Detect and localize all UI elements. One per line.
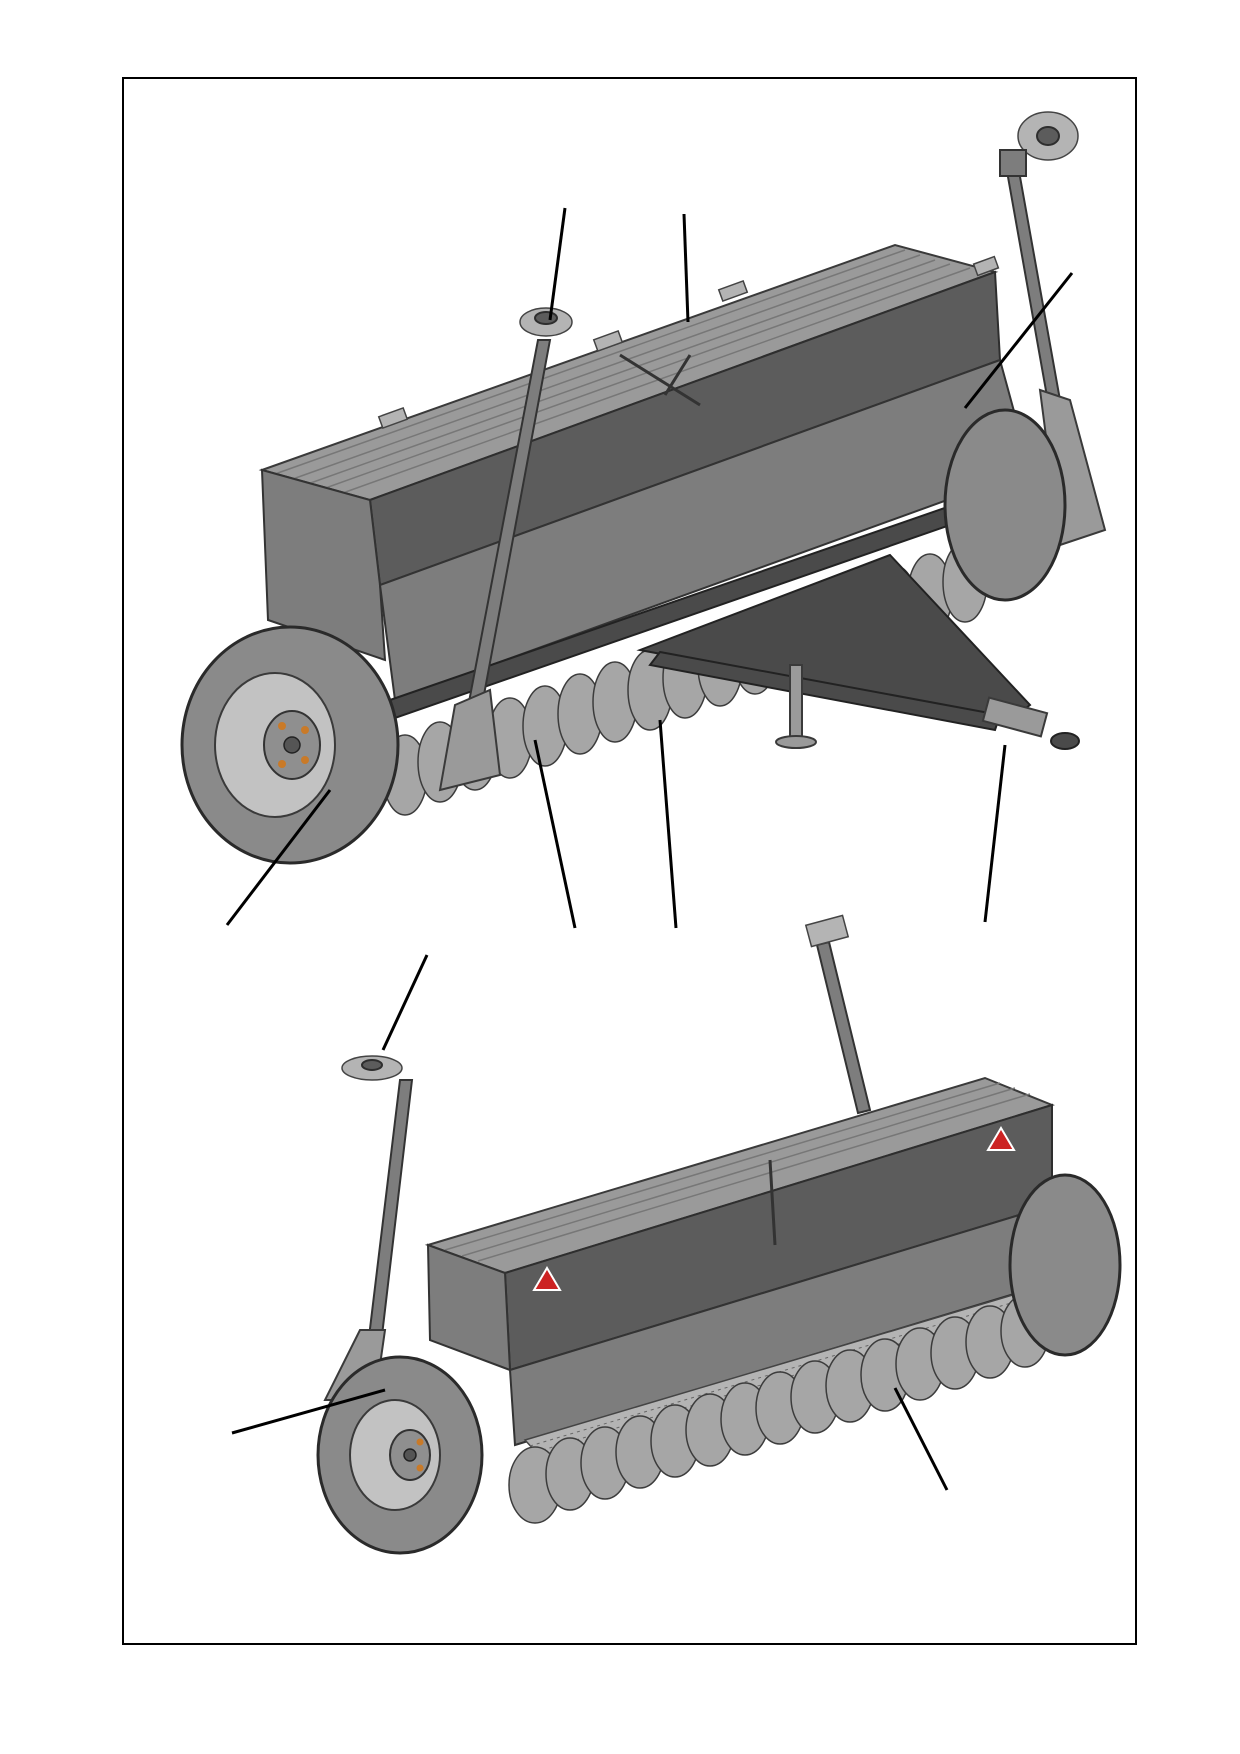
front-three-quarter-view: [180, 111, 1107, 929]
left-wheel-front-view: [180, 625, 400, 865]
leader-line-drawbar: [983, 744, 1007, 923]
figure-frame: [122, 77, 1137, 1645]
drawbar-hitch: [636, 553, 1080, 750]
leader-line-frame: [533, 739, 577, 929]
marker-arm-left-rear: [323, 1055, 414, 1401]
right-wheel-front-view: [943, 408, 1067, 602]
warning-triangle-right: [986, 1126, 1016, 1151]
marker-arm-front: [438, 307, 573, 792]
leader-line-metering-gear: [963, 272, 1074, 409]
leader-line-marker-arm: [381, 954, 429, 1051]
right-wheel-rear-view: [1008, 1173, 1122, 1357]
leader-line-left-wheel: [225, 789, 332, 926]
leader-line-seed-hopper: [682, 213, 690, 323]
leader-line-wheel-rear: [231, 1388, 386, 1435]
warning-triangle-left: [532, 1266, 562, 1291]
seed-hopper: [258, 243, 1002, 662]
seed-hopper-rear: [424, 1076, 1055, 1372]
rear-three-quarter-view: [231, 914, 1122, 1555]
leader-line-disc-openers: [658, 719, 678, 929]
left-wheel-rear-view: [316, 1355, 484, 1555]
marker-arm-rear: [999, 111, 1107, 547]
leader-line-marker-disc: [548, 207, 567, 321]
disc-openers-rear: [508, 1294, 1050, 1524]
marker-arm-back: [804, 914, 872, 1115]
leader-line-covering-discs: [893, 1387, 949, 1491]
